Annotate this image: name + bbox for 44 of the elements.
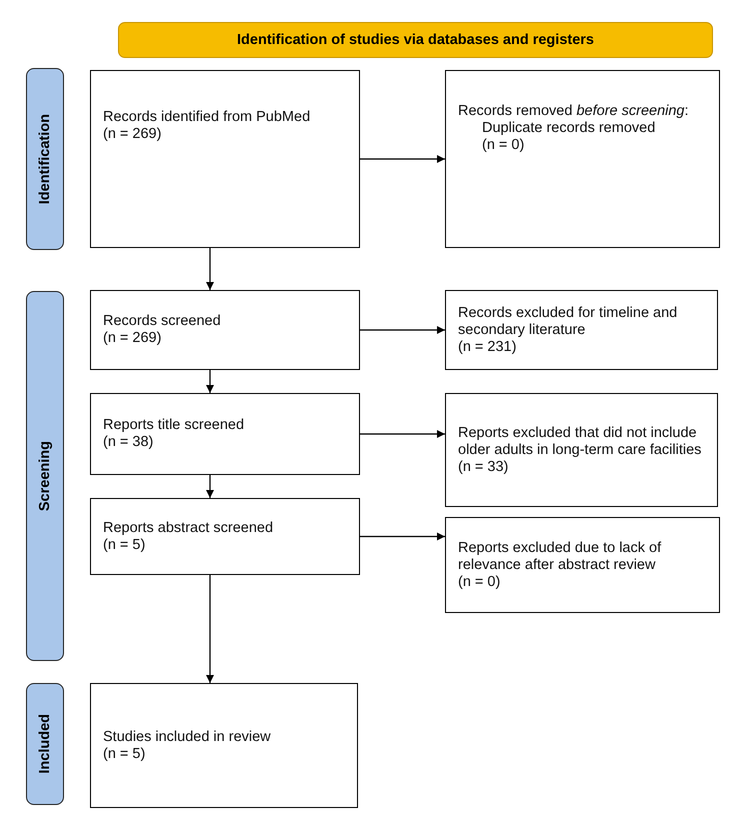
- count-text: (n = 0): [458, 574, 502, 590]
- phase-label-band: [26, 68, 64, 250]
- arrow: [206, 575, 214, 683]
- phase-label-band: [26, 291, 64, 661]
- process-box: [445, 393, 718, 507]
- arrow: [360, 430, 445, 438]
- process-box: [445, 517, 720, 613]
- box-text: Reports excluded due to lack of relevance after abstract review: [458, 540, 662, 574]
- arrow: [206, 248, 214, 290]
- box-text: Records removed before screening:: [458, 103, 690, 120]
- count-text: Duplicate records removed: [482, 120, 656, 137]
- section-header-band: [118, 22, 713, 58]
- arrow: [206, 370, 214, 393]
- box-text: Records screened: [103, 313, 222, 330]
- process-box: [90, 498, 360, 575]
- arrow: [360, 532, 445, 540]
- box-text: Studies included in review: [103, 728, 272, 746]
- process-box: [90, 70, 360, 248]
- count-text: (n = 5): [103, 536, 146, 554]
- process-box: [90, 290, 360, 370]
- box-text: Reports abstract screened: [103, 520, 274, 536]
- arrow: [206, 475, 214, 498]
- phase-label: Screening: [37, 440, 53, 512]
- count-text: (n = 231): [458, 338, 518, 356]
- count-text: (n = 0): [482, 137, 526, 154]
- box-text: Records identified from PubMed: [103, 109, 312, 126]
- box-text: Reports excluded that did not include older adults in long-term care facilities: [458, 424, 702, 458]
- arrow: [360, 326, 445, 334]
- process-box: [90, 683, 358, 808]
- box-text: Reports title screened: [103, 417, 246, 434]
- count-text: (n = 33): [458, 458, 510, 476]
- arrow: [360, 155, 445, 163]
- box-text: Records excluded for timeline and secondary literature: [458, 304, 678, 338]
- phase-label: Included: [37, 714, 53, 774]
- phase-label: Identification: [37, 114, 53, 204]
- phase-label-band: [26, 683, 64, 805]
- count-text: (n = 269): [103, 126, 162, 143]
- count-text: (n = 269): [103, 330, 162, 347]
- count-text: (n = 38): [103, 434, 154, 451]
- process-box: [90, 393, 360, 475]
- process-box: [445, 290, 718, 370]
- header-text: Identification of studies via databases and registers: [237, 32, 594, 48]
- count-text: (n = 5): [103, 746, 146, 762]
- process-box: [445, 70, 720, 248]
